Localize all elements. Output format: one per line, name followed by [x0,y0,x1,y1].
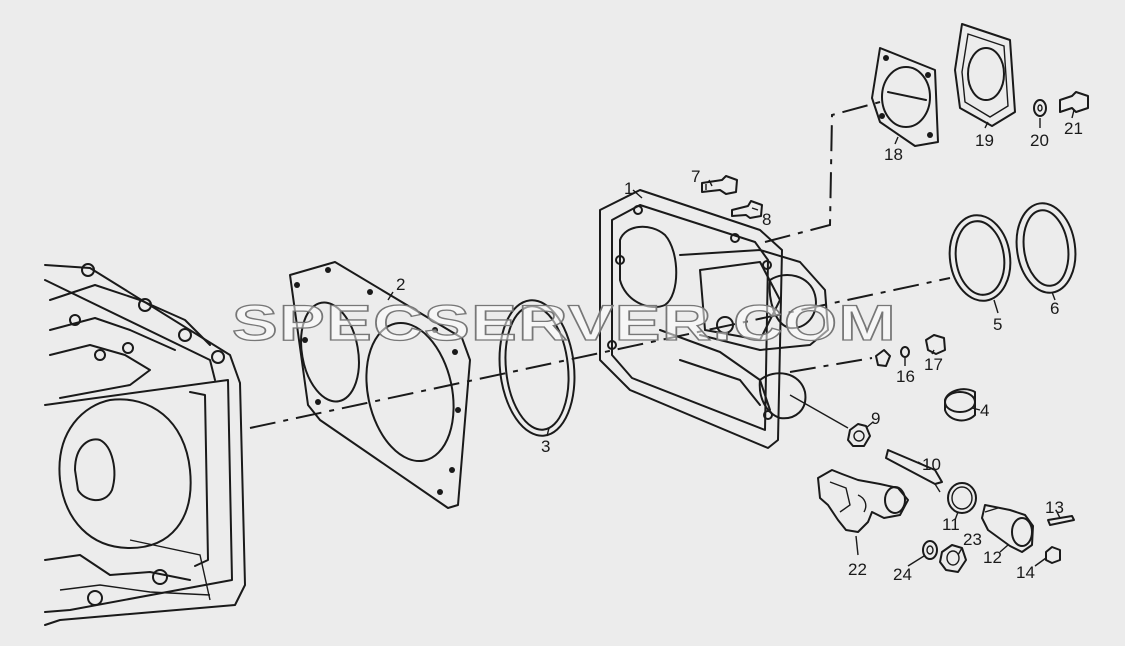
washer-part-24 [922,540,938,560]
label-part-21: 21 [1064,119,1083,138]
label-part-12: 12 [983,548,1002,567]
label-part-3: 3 [541,437,550,456]
bolt-part-21 [1059,91,1089,113]
center-axis [249,277,951,429]
label-part-16: 16 [896,367,915,386]
label-part-22: 22 [848,560,867,579]
pin-part-13 [1047,515,1075,526]
shaft-part-10 [885,449,943,493]
housing-cover-part-1 [599,189,829,449]
label-part-9: 9 [871,409,880,428]
label-part-5: 5 [993,315,1002,334]
o-ring-part-3 [498,299,576,437]
label-part-6: 6 [1050,299,1059,318]
seal-part-6 [1015,202,1077,294]
label-part-23: 23 [963,530,982,549]
leader-cover-to-gasket-18 [764,101,881,243]
gasket-part-18 [871,47,939,147]
label-part-19: 19 [975,131,994,150]
washer-part-20 [1033,99,1047,117]
watermark-text: SPECSERVER.COM [232,295,897,351]
nut-part-14 [1045,546,1061,564]
label-part-2: 2 [396,275,405,294]
label-part-20: 20 [1030,131,1049,150]
label-part-1: 1 [624,179,633,198]
bolt-part-7 [701,175,738,195]
elbow-part-22 [817,469,909,533]
label-part-24: 24 [893,565,912,584]
label-part-4: 4 [980,401,989,420]
label-leaders [387,109,1075,567]
plug-part-23 [939,544,967,573]
drive-part-12 [981,504,1034,553]
part-labels: 1 2 3 4 5 6 7 8 9 10 11 12 13 14 16 17 1… [396,119,1083,584]
gear-part-9 [789,394,871,447]
bolt-part-17 [925,334,946,355]
label-part-11: 11 [942,515,960,534]
label-part-8: 8 [762,210,771,229]
o-ring-part-11 [947,482,977,514]
seal-part-5 [948,214,1012,302]
label-part-17: 17 [924,355,943,374]
transmission-housing [44,263,246,626]
cover-part-19 [954,23,1016,127]
label-part-13: 13 [1045,498,1064,517]
gasket-part-2 [289,261,471,509]
label-part-18: 18 [884,145,903,164]
part-16 [875,346,910,367]
bolt-part-8 [731,200,763,219]
label-part-10: 10 [922,455,941,474]
label-part-14: 14 [1016,563,1035,582]
label-part-7: 7 [691,167,700,186]
bushing-part-4 [944,388,976,422]
leader-16 [789,357,873,373]
